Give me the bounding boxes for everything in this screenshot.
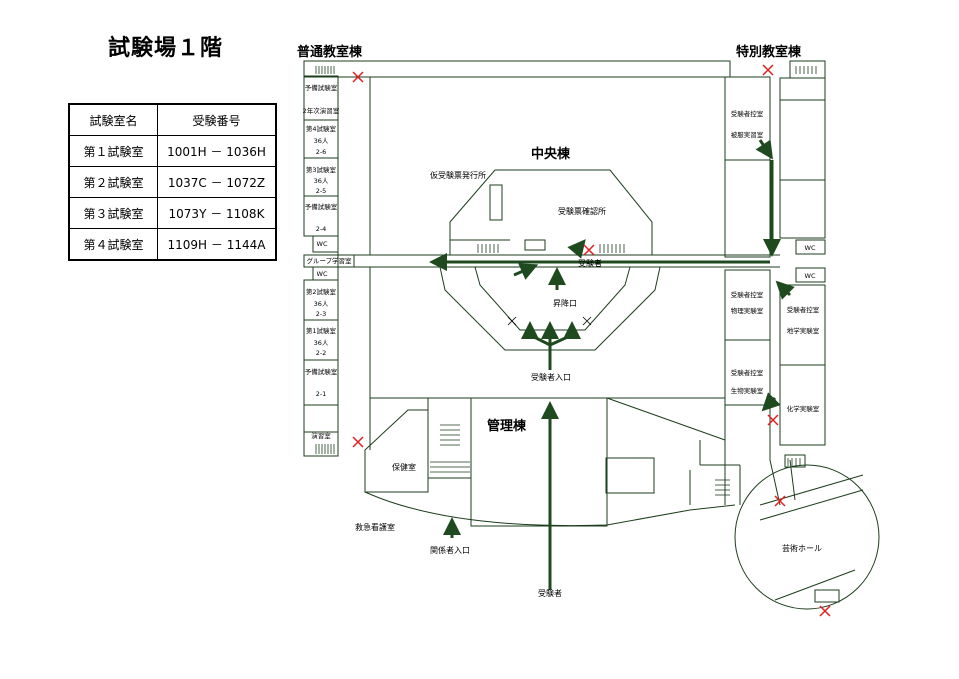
area-label: 昇降口 — [553, 298, 577, 308]
room-label: 受験者控室 — [787, 305, 820, 314]
table-cell: 1109H － 1144A — [157, 228, 277, 261]
area-label: 受験票確認所 — [558, 206, 606, 216]
table-cell: 第１試験室 — [68, 135, 158, 167]
room-code: 2-1 — [316, 390, 327, 398]
room-label: 物理実験室 — [731, 306, 764, 315]
room-label: 第3試験室 — [306, 165, 337, 174]
closed-x-icon — [583, 244, 595, 256]
x-mark — [507, 316, 517, 326]
interior-x-marks — [507, 316, 592, 326]
route-arrow — [567, 239, 586, 259]
area-label: 仮受験票発行所 — [430, 170, 486, 180]
table-row: 第１試験室 1001H － 1036H — [68, 135, 277, 167]
table-row: 第３試験室 1073Y － 1108K — [68, 197, 277, 229]
room-label: 演習室 — [311, 431, 331, 440]
room-code: 2-4 — [316, 225, 327, 233]
closed-x-icon — [819, 605, 831, 617]
room-label: 生物実験室 — [731, 386, 764, 395]
center-labels: 仮受験票発行所 受験票確認所 昇降口 受験者 受験者入口 保健室 救急看護室 関… — [355, 170, 606, 598]
wc-label: WC — [805, 272, 816, 280]
room-capacity: 36人 — [314, 339, 329, 347]
stairs — [715, 479, 730, 496]
stairs — [430, 461, 470, 473]
room-label: 受験者控室 — [731, 368, 764, 377]
table-cell: 1073Y － 1108K — [157, 197, 277, 229]
exam-room-table: 試験室名 受験番号 第１試験室 1001H － 1036H 第２試験室 1037… — [68, 103, 277, 261]
stairs — [315, 66, 335, 74]
room-label: 予備試験室 — [305, 202, 338, 211]
entrance-label: 受験者入口 — [531, 372, 571, 382]
stairs — [440, 424, 460, 446]
room-label: 被服実習室 — [731, 130, 764, 139]
entrance-label: 受験者 — [538, 588, 562, 598]
room-label: 予備試験室 — [305, 367, 338, 376]
stairs — [795, 66, 817, 74]
route-arrow — [755, 139, 773, 160]
building-label-regular: 普通教室棟 — [297, 44, 363, 60]
room-label: 第2試験室 — [306, 287, 337, 296]
room-capacity: 36人 — [314, 177, 329, 185]
closed-markers — [352, 64, 831, 617]
table-cell: 第４試験室 — [68, 228, 158, 261]
route-arrow — [549, 321, 581, 347]
entrance-label: 関係者入口 — [430, 546, 470, 555]
table-cell: 1037C － 1072Z — [157, 166, 277, 198]
room-label: 芸術ホール — [782, 543, 822, 553]
room-label: 受験者控室 — [731, 290, 764, 299]
room-code: 2-5 — [316, 187, 327, 195]
building-label-admin: 管理棟 — [487, 418, 527, 434]
wc-label: WC — [317, 270, 328, 278]
right-rooms: 受験者控室 被服実習室 WC WC 受験者控室 物理実験室 受験者控室 地学実験… — [731, 109, 822, 553]
room-label: 化学実験室 — [787, 404, 820, 413]
closed-x-icon — [352, 71, 364, 83]
staircases — [315, 66, 817, 496]
room-label: 2年次演習室 — [303, 106, 340, 115]
building-label-central: 中央棟 — [531, 146, 571, 162]
room-code: 2-3 — [316, 310, 327, 318]
room-capacity: 36人 — [314, 300, 329, 308]
room-code: 2-6 — [316, 148, 327, 156]
room-capacity: 36人 — [314, 137, 329, 145]
x-mark — [582, 316, 592, 326]
room-label: 地学実験室 — [787, 326, 820, 335]
room-label: 受験者控室 — [731, 109, 764, 118]
closed-x-icon — [762, 64, 774, 76]
room-label: 第1試験室 — [306, 326, 337, 335]
route-arrow — [513, 263, 539, 280]
closed-x-icon — [774, 495, 786, 507]
wc-label: WC — [317, 240, 328, 248]
left-rooms: 予備試験室 2年次演習室 第4試験室 36人 2-6 第3試験室 36人 2-5… — [303, 83, 352, 440]
room-label: 第4試験室 — [306, 124, 337, 133]
room-label: グループ学習室 — [306, 256, 352, 265]
room-label: 予備試験室 — [305, 83, 338, 92]
table-row: 第４試験室 1109H － 1144A — [68, 228, 277, 261]
room-label: 保健室 — [392, 462, 416, 472]
room-code: 2-2 — [316, 349, 327, 357]
stairs — [477, 244, 499, 253]
wc-label: WC — [805, 244, 816, 252]
route-arrow — [521, 321, 551, 347]
stairs — [315, 444, 335, 454]
stairs — [599, 244, 625, 253]
route-arrow — [761, 392, 781, 412]
room-label: 救急看護室 — [355, 522, 395, 532]
closed-x-icon — [767, 414, 779, 426]
closed-x-icon — [352, 436, 364, 448]
page-title: 試験場１階 — [108, 36, 224, 61]
route-arrow — [775, 280, 795, 300]
stairs — [787, 458, 801, 466]
area-label: 受験者 — [578, 258, 602, 268]
building-label-special: 特別教室棟 — [736, 44, 802, 60]
route-arrows — [429, 139, 795, 590]
table-row: 第２試験室 1037C － 1072Z — [68, 166, 277, 198]
